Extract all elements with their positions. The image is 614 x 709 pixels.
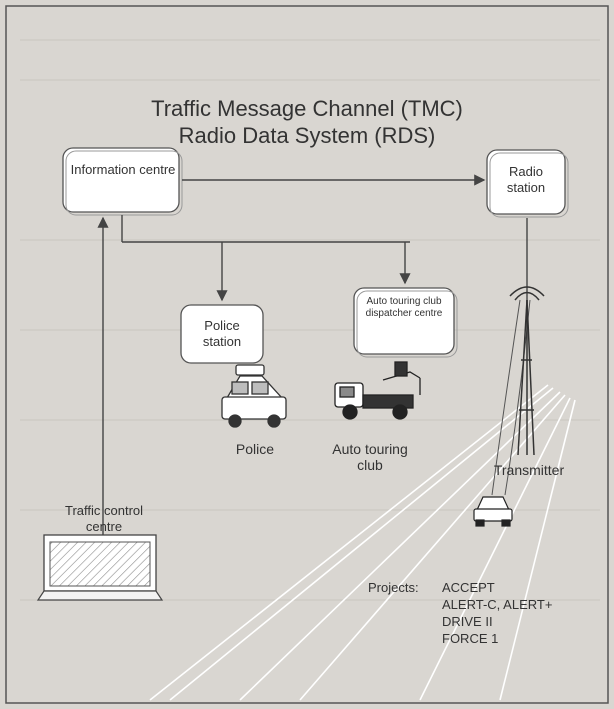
- police-car-icon: [221, 364, 287, 428]
- police-caption: Police: [235, 441, 275, 457]
- auto-touring-centre-box: [353, 287, 458, 358]
- diagram-title-line2: Radio Data System (RDS): [178, 123, 436, 148]
- project-item: FORCE 1: [442, 631, 499, 646]
- traffic-control-console: [36, 534, 164, 601]
- tow-truck-icon: [334, 361, 421, 420]
- information-centre-box: [62, 147, 183, 216]
- traffic-control-centre-label: Traffic control centre: [64, 503, 144, 534]
- police-station-label: Police station: [202, 318, 242, 349]
- connector-lines: [97, 174, 528, 540]
- receiving-car-icon: [473, 496, 513, 527]
- transmitter-mast: [509, 286, 545, 456]
- diagram-title-line1: Traffic Message Channel (TMC): [151, 96, 463, 121]
- auto-touring-centre-label: Auto touring club dispatcher centre: [365, 296, 443, 319]
- police-station-box: [180, 304, 264, 364]
- radio-station-label: Radio station: [506, 164, 546, 195]
- project-item: ACCEPT: [442, 580, 495, 595]
- auto-touring-club-caption: Auto touring club: [332, 441, 408, 473]
- transmitter-caption: Transmitter: [493, 462, 565, 478]
- project-item: ALERT-C, ALERT+: [442, 597, 553, 612]
- page-frame: [5, 5, 609, 704]
- information-centre-label: Information centre: [70, 162, 176, 177]
- project-item: DRIVE II: [442, 614, 493, 629]
- projects-label: Projects:: [368, 580, 419, 595]
- radio-station-box: [486, 149, 569, 218]
- road-lines: [149, 384, 576, 701]
